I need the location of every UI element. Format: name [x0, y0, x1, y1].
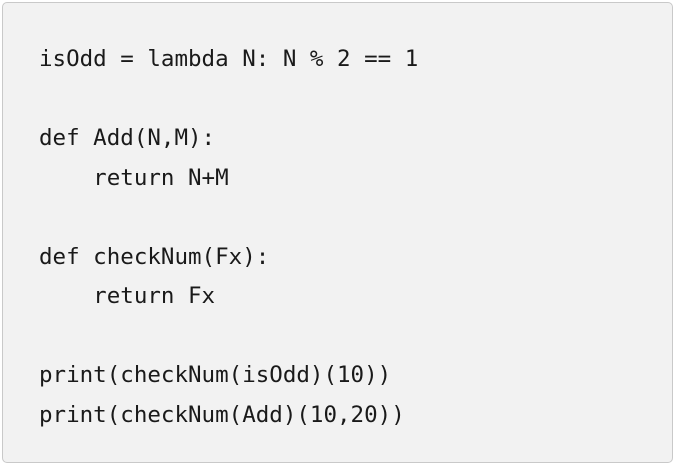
code-line-lambda: isOdd = lambda N: N % 2 == 1	[39, 46, 419, 72]
code-line-def-add: def Add(N,M):	[39, 125, 216, 151]
code-line-print-isodd: print(checkNum(isOdd)(10))	[39, 362, 392, 388]
code-line-blank	[39, 317, 418, 357]
code-line-print-add: print(checkNum(Add)(10,20))	[39, 401, 405, 428]
code-line-return-sum: return N+M	[39, 164, 229, 191]
code-line-def-checknum: def checkNum(Fx):	[39, 243, 270, 270]
code-line-return-fx: return Fx	[39, 283, 216, 309]
code-line-blank	[39, 80, 418, 120]
code-line-blank	[39, 198, 418, 238]
code-block: isOdd = lambda N: N % 2 == 1 def Add(N,M…	[39, 40, 418, 435]
code-panel: isOdd = lambda N: N % 2 == 1 def Add(N,M…	[2, 2, 673, 463]
